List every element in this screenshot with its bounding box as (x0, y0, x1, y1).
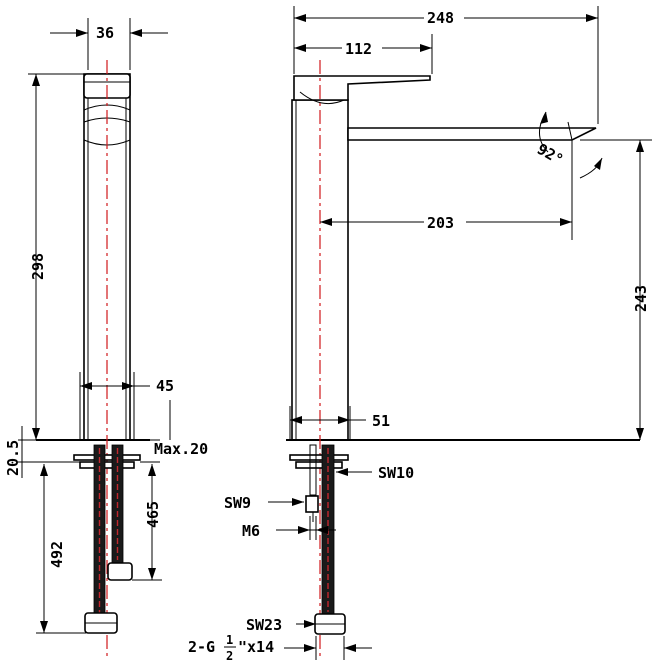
thread-arrow-left (304, 644, 316, 652)
thread-den: 2 (226, 649, 233, 663)
dim36-label: 36 (96, 24, 114, 42)
side-threaded-rod (309, 444, 317, 496)
sw10-label: SW10 (378, 464, 414, 482)
dim51-arrow-right (338, 416, 350, 424)
dim112-arrow-right (420, 44, 432, 52)
side-rod-nut (305, 495, 319, 513)
dim112-label: 112 (345, 40, 372, 58)
dim45-arrow-right (122, 382, 134, 390)
m6-arrow-left (298, 526, 310, 534)
sw9-label: SW9 (224, 494, 251, 512)
m6-label: M6 (242, 522, 260, 540)
dim465-arrow-top (148, 464, 156, 476)
angle92-arc (539, 111, 549, 153)
sw10-arrow (336, 468, 348, 476)
dim248-arrow-left (294, 14, 306, 22)
dim51-label: 51 (372, 412, 390, 430)
dim298-arrow-bottom (32, 428, 40, 440)
dim203-arrow-left (320, 218, 332, 226)
dim465-arrow-bottom (148, 568, 156, 580)
dim298-arrow-top (32, 74, 40, 86)
thread-num: 1 (226, 633, 233, 647)
front-washer (73, 454, 141, 461)
sw23-arrow (304, 620, 316, 628)
dim45-label: 45 (156, 377, 174, 395)
dim112-arrow-left (294, 44, 306, 52)
side-lever (293, 75, 431, 101)
angle92-label: 92° (534, 140, 566, 169)
thread-suffix: "x14 (238, 638, 274, 656)
side-nut (295, 461, 343, 469)
m6-arrow-right (316, 526, 328, 534)
dim205-label: 20.5 (4, 440, 22, 476)
dim298-label: 298 (29, 253, 47, 280)
dim465-label: 465 (144, 501, 162, 528)
dim248-label-bg (424, 8, 464, 26)
dim51-arrow-left (290, 416, 302, 424)
front-nut (79, 461, 135, 469)
dim112-label-bg (342, 39, 382, 57)
sw23-label: SW23 (246, 616, 282, 634)
dim492-label: 492 (48, 541, 66, 568)
dim248-label: 248 (427, 9, 454, 27)
sw9-arrow (292, 498, 304, 506)
dim36-arrow-right (130, 29, 142, 37)
dim45-arrow-left (80, 382, 92, 390)
thread-prefix: 2-G (188, 638, 215, 656)
thread-arrow-right (344, 644, 356, 652)
side-spout-tip (567, 121, 573, 141)
dim243-label: 243 (632, 285, 650, 312)
max20-label: Max.20 (154, 440, 208, 458)
side-washer (289, 454, 349, 461)
side-view: 248 112 92° 203 243 51 (188, 6, 652, 663)
dim36-arrow-left (76, 29, 88, 37)
front-short-hose-fitting (107, 562, 133, 581)
dim203-label-bg (424, 213, 466, 231)
side-spout (347, 127, 597, 141)
dim243-arrow-bottom (636, 428, 644, 440)
dim243-arrow-top (636, 140, 644, 152)
dim492-arrow-top (40, 464, 48, 476)
front-view: 36 298 45 20.5 Max.20 465 (4, 18, 208, 660)
dim203-arrow-right (560, 218, 572, 226)
dim248-arrow-right (586, 14, 598, 22)
angle92-arrow-bottom (594, 158, 602, 170)
dim203-label: 203 (427, 214, 454, 232)
angle92-arrow-top (540, 112, 548, 124)
side-lever-curve (299, 91, 345, 105)
dim492-arrow-bottom (40, 621, 48, 633)
